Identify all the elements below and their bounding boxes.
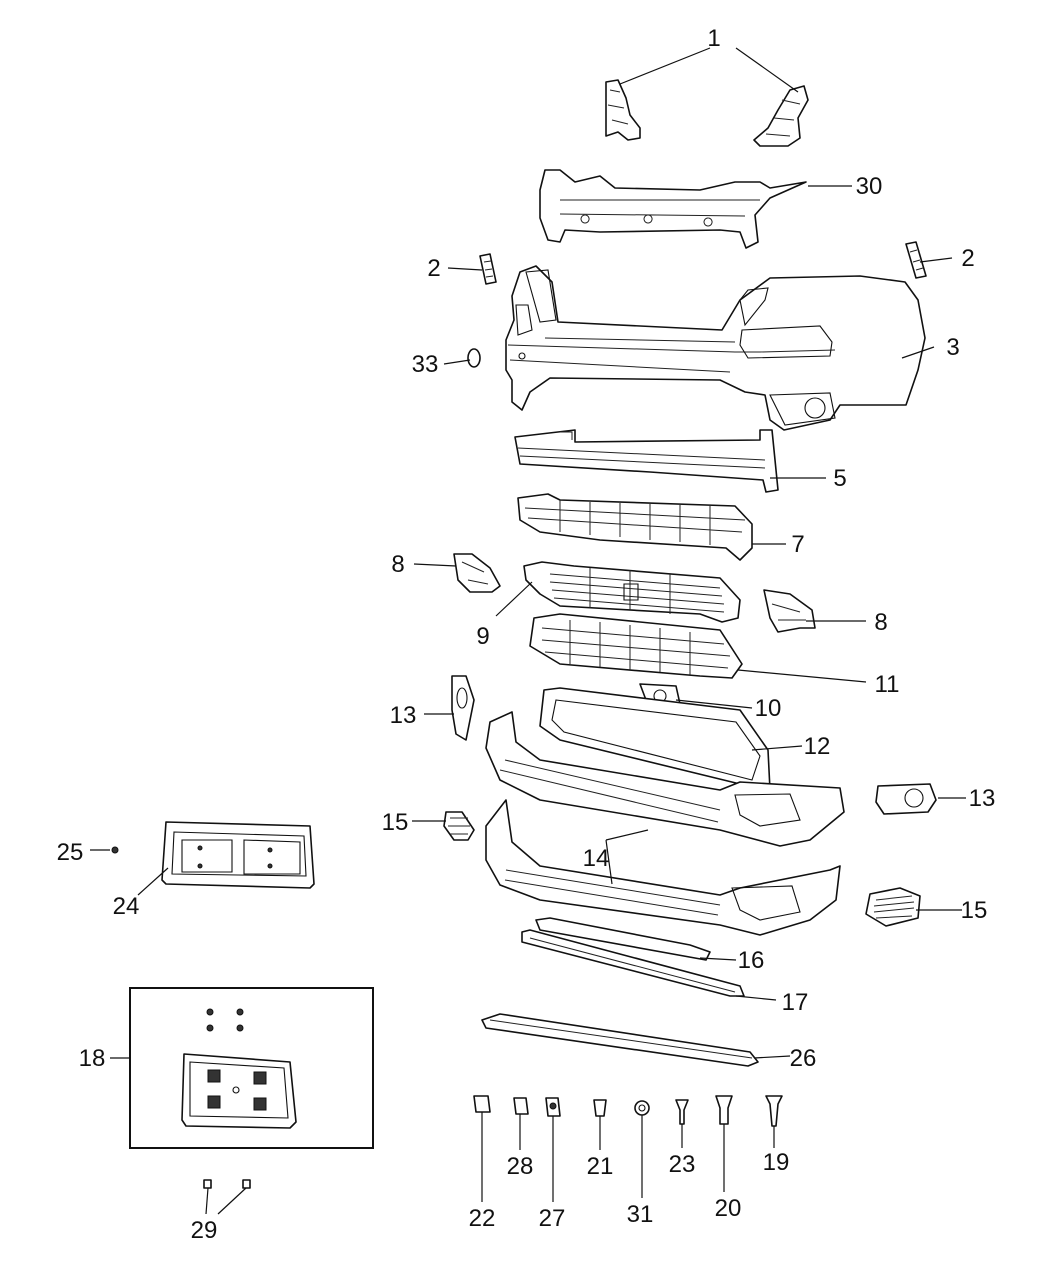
part-18-kit-bracket (181, 1008, 297, 1129)
part-1-bracket-right (753, 85, 809, 147)
part-31-grommet (634, 1100, 650, 1116)
part-14-lower-fascia-lower (485, 799, 841, 936)
callout-29: 29 (191, 1217, 218, 1244)
callout-26: 26 (790, 1045, 817, 1072)
callout-21: 21 (587, 1153, 614, 1180)
part-27-nut (545, 1097, 561, 1117)
part-21-retainer (593, 1099, 607, 1117)
callout-8-right: 8 (874, 609, 887, 636)
part-30-upper-reinforcement (539, 169, 807, 249)
callout-15-right: 15 (961, 897, 988, 924)
callout-28: 28 (507, 1153, 534, 1180)
callout-labels: 1 2 2 3 5 7 8 8 9 10 11 12 13 13 14 15 1… (57, 25, 996, 1244)
callout-15-left: 15 (382, 809, 409, 836)
part-26-air-dam (481, 1013, 759, 1067)
part-2-insert-right (905, 241, 927, 279)
part-11-lower-grille (529, 613, 743, 679)
part-1-bracket-left (605, 79, 641, 141)
part-8-bracket-right (763, 589, 816, 633)
part-2-insert-left (479, 253, 497, 285)
callout-17: 17 (782, 989, 809, 1016)
callout-3: 3 (946, 334, 959, 361)
callout-33: 33 (412, 351, 439, 378)
callout-2-right: 2 (961, 245, 974, 272)
part-29-clips (203, 1179, 251, 1189)
part-13-bezel-right (875, 783, 937, 815)
callout-20: 20 (715, 1195, 742, 1222)
callout-23: 23 (669, 1151, 696, 1178)
callout-10: 10 (755, 695, 782, 722)
part-5-impact-beam (514, 429, 779, 493)
callout-25: 25 (57, 839, 84, 866)
callout-16: 16 (738, 947, 765, 974)
part-14-lower-fascia-upper (485, 711, 845, 847)
part-19-bolt (765, 1095, 783, 1127)
callout-31: 31 (627, 1201, 654, 1228)
callout-24: 24 (113, 893, 140, 920)
part-3-bumper-fascia (505, 265, 926, 431)
part-28-clip (513, 1097, 529, 1115)
callout-18: 18 (79, 1045, 106, 1072)
callout-12: 12 (804, 733, 831, 760)
part-23-screw (675, 1099, 689, 1125)
callout-14: 14 (583, 845, 610, 872)
callout-19: 19 (763, 1149, 790, 1176)
callout-9: 9 (476, 623, 489, 650)
callout-13-left: 13 (390, 702, 417, 729)
part-7-absorber (517, 493, 753, 561)
callout-1: 1 (707, 25, 720, 52)
callout-30: 30 (856, 173, 883, 200)
callout-11: 11 (875, 671, 900, 698)
part-17-lower-trim (521, 929, 745, 997)
part-18-kit-frame (129, 987, 374, 1149)
part-22-nut (473, 1095, 491, 1113)
part-15-insert-left (443, 811, 475, 841)
callout-7: 7 (791, 531, 804, 558)
part-8-bracket-left (453, 553, 501, 593)
leader-lines (90, 47, 966, 1215)
part-25-screw (111, 846, 119, 854)
callout-8-left: 8 (391, 551, 404, 578)
part-15-insert-right (865, 887, 921, 927)
part-24-license-bracket (161, 821, 315, 889)
part-16-skid-plate (535, 917, 711, 961)
callout-5: 5 (833, 465, 846, 492)
callout-22: 22 (469, 1205, 496, 1232)
part-20-push-pin (715, 1095, 733, 1125)
callout-2-left: 2 (427, 255, 440, 282)
callout-13-right: 13 (969, 785, 996, 812)
part-13-bezel-left (451, 675, 475, 741)
part-33-plug (467, 348, 481, 368)
callout-27: 27 (539, 1205, 566, 1232)
part-9-grille-shutter (523, 561, 741, 623)
